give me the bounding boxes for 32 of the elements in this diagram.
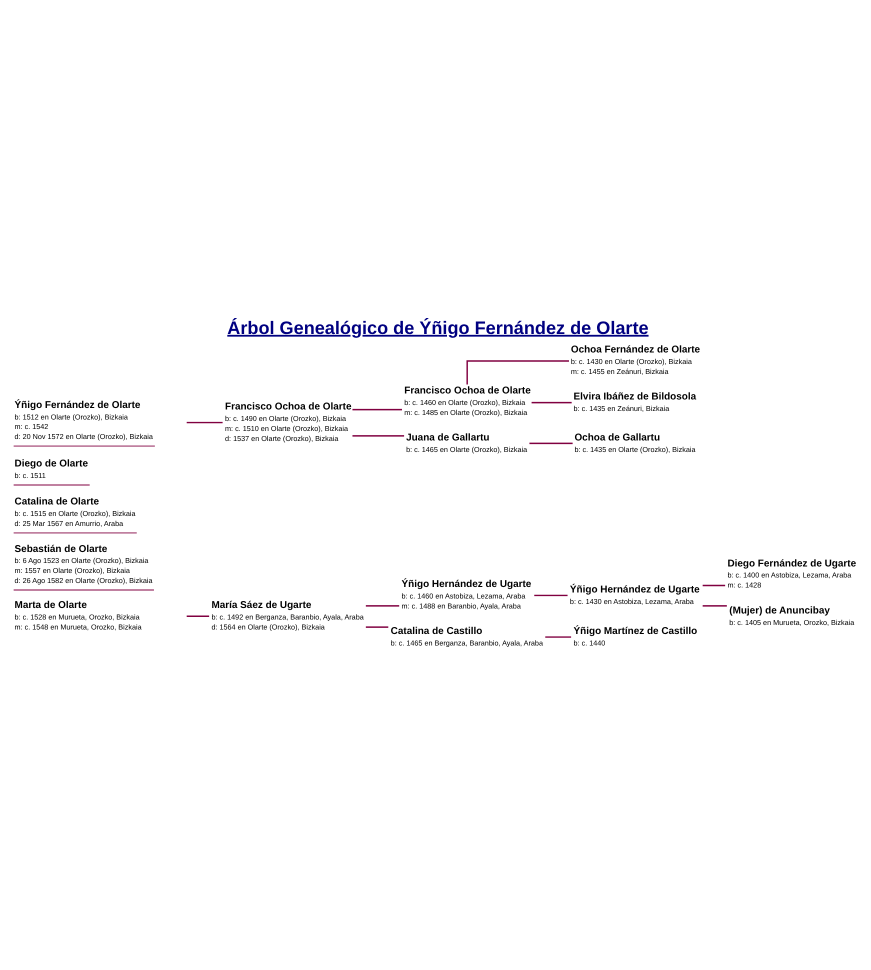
connector <box>702 584 726 586</box>
node-text: Catalina de Castillo b: c. 1465 en Berganza, Baranbio, Ayala, Araba <box>390 626 543 648</box>
node-text: Diego de Olarte b: c. 1511 <box>14 458 88 480</box>
node-text: Ýñigo Martínez de Castillo b: c. 1440 <box>574 626 698 648</box>
node-text: Francisco Ochoa de Olarte b: c. 1490 en Olarte (Orozko), Bizkaia m: c. 1510 en Olarte (Orozko), Bizkaia d: 1537 en Olarte (Orozko), Bizkaia <box>225 402 352 444</box>
connector <box>529 442 573 444</box>
node-text: Marta de Olarte b: c. 1528 en Murueta, Orozko, Bizkaia m: c. 1548 en Murueta, Orozko, Bizkaia <box>14 600 142 632</box>
connector <box>186 422 223 424</box>
diagram-title: Árbol Genealógico de Ýñigo Fernández de Olarte <box>227 318 649 338</box>
connector <box>466 360 569 384</box>
connector <box>702 605 727 607</box>
node-text: (Mujer) de Anuncibay b: c. 1405 en Murueta, Orozko, Bizkaia <box>729 605 854 627</box>
node-text: Catalina de Olarte b: c. 1515 en Olarte (Orozko), Bizkaia d: 25 Mar 1567 en Amurrio, Araba <box>14 496 136 528</box>
node-text: Ochoa de Gallartu b: c. 1435 en Olarte (Orozko), Bizkaia <box>574 432 696 454</box>
node-text: Elvira Ibáñez de Bildosola b: c. 1435 en Zeánuri, Bizkaia <box>574 392 696 414</box>
node-text: Juana de Gallartu b: c. 1465 en Olarte (Orozko), Bizkaia <box>406 432 528 454</box>
node-text: Ýñigo Fernández de Olarte b: 1512 en Olarte (Orozko), Bizkaia m: c. 1542 d: 20 Nov 1572 en Olarte (Orozko), Bizkaia <box>14 400 153 442</box>
connector <box>366 626 388 628</box>
node-text: Ýñigo Hernández de Ugarte b: c. 1460 en Astobiza, Lezama, Araba m: c. 1488 en Baranbio, Ayala, Araba <box>402 579 532 610</box>
connector <box>545 636 572 638</box>
node-text: Francisco Ochoa de Olarte b: c. 1460 en Olarte (Orozko), Bizkaia m: c. 1485 en Olarte (Orozko), Bizkaia <box>404 385 531 417</box>
node-text: Ochoa Fernández de Olarte b: c. 1430 en Olarte (Orozko), Bizkaia m: c. 1455 en Zeánuri, Bizkaia <box>570 344 700 376</box>
node-text: Ýñigo Hernández de Ugarte b: c. 1430 en Astobiza, Lezama, Araba <box>570 584 700 606</box>
connector <box>366 605 400 607</box>
connector <box>352 408 402 410</box>
node-text: Diego Fernández de Ugarte b: c. 1400 en Astobiza, Lezama, Araba m: c. 1428 <box>727 558 856 590</box>
connector <box>186 616 210 617</box>
node-text: María Sáez de Ugarte b: c. 1492 en Berganza, Baranbio, Ayala, Araba d: 1564 en Olarte (Orozko), Bizkaia <box>211 600 364 632</box>
connector <box>532 402 572 404</box>
connector <box>534 594 568 596</box>
node-text: Sebastián de Olarte b: 6 Ago 1523 en Olarte (Orozko), Bizkaia m: 1557 en Olarte (Orozko), Bizkaia d: 26 Ago 1582 en Olarte (Orozko), Bizkaia <box>14 544 152 586</box>
connector <box>352 435 404 437</box>
